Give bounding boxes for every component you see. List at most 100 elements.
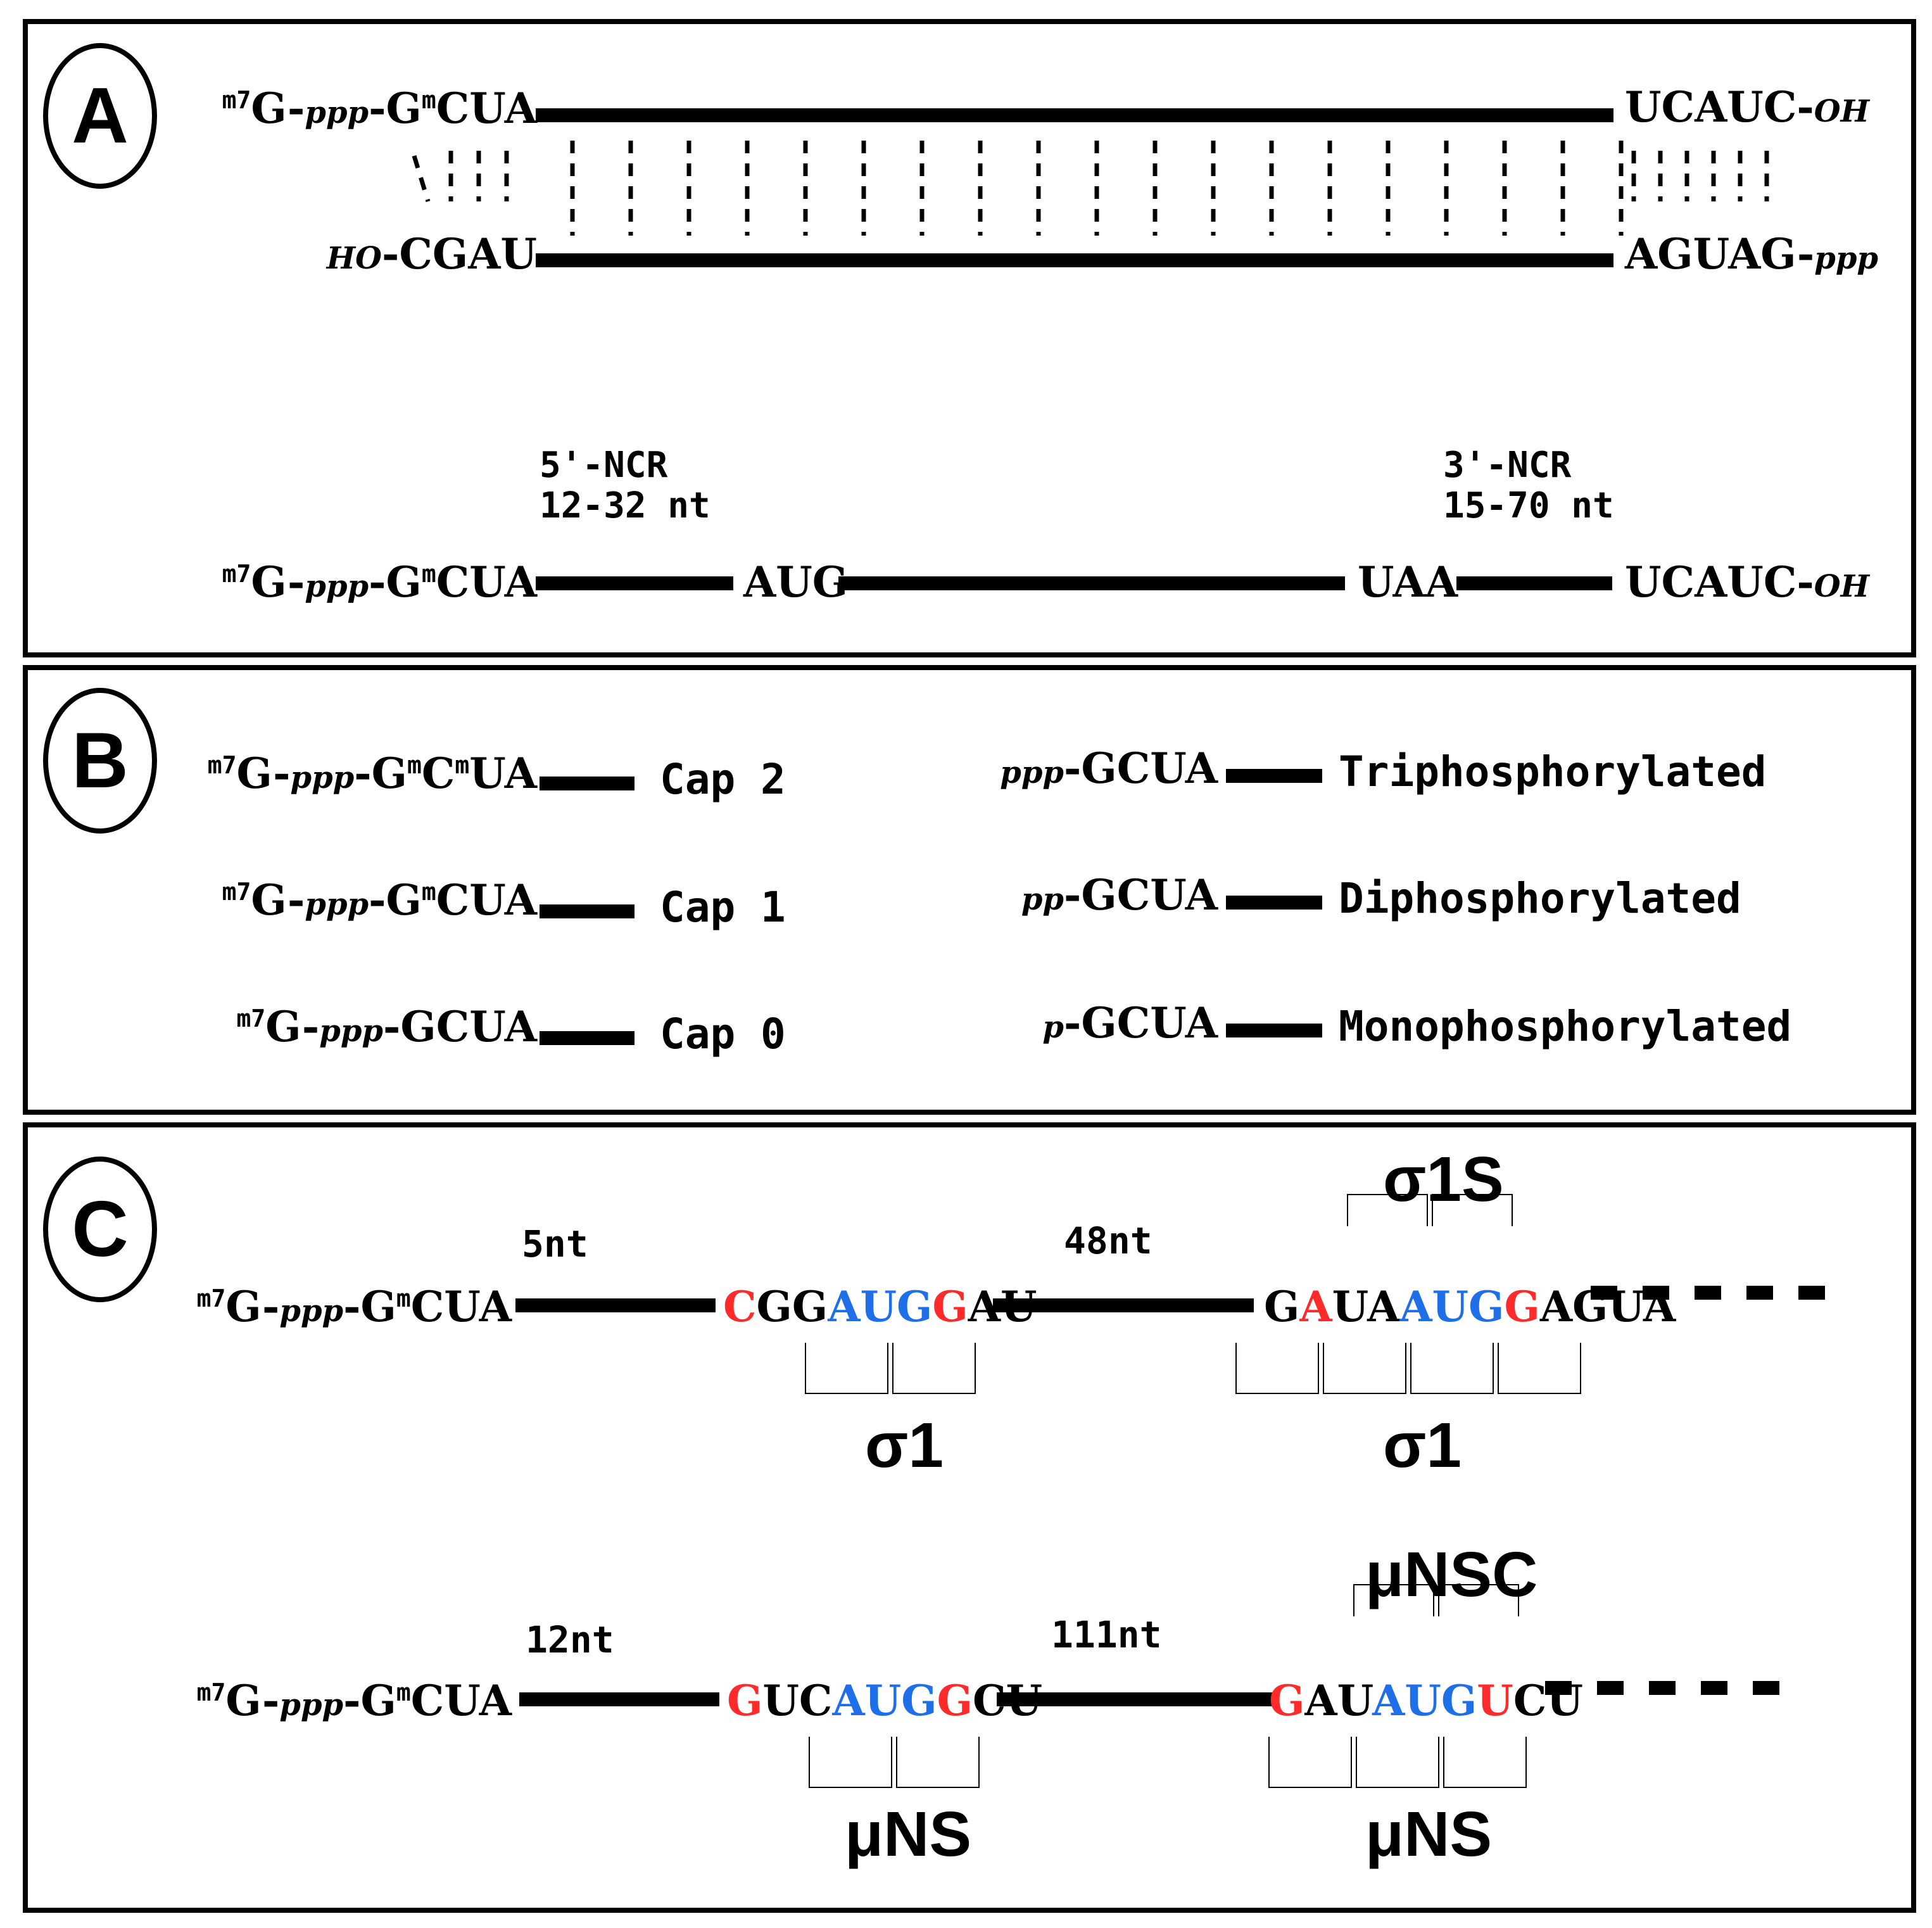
diphos-label: Diphosphorylated <box>1339 874 1741 923</box>
gm-label: m <box>421 86 436 114</box>
ppp-label: ppp <box>305 569 369 604</box>
nt-kozak-minus3: G <box>727 1676 763 1725</box>
oh-label: OH <box>1814 94 1869 129</box>
cm-label: m <box>455 751 470 779</box>
ho-label: HO <box>326 241 382 276</box>
bottom-strand-5prime: AGUAG-ppp <box>1625 233 1878 275</box>
row2-orf1-label: μNS <box>845 1799 972 1870</box>
codon-bracket <box>1347 1194 1428 1226</box>
gm-label: m <box>407 751 422 779</box>
row1-gap2-line <box>993 1298 1254 1312</box>
nt: UA <box>1332 1282 1400 1331</box>
ppp-label: ppp <box>279 1293 344 1329</box>
codon-bracket <box>1235 1343 1319 1394</box>
row1-orf1-label: σ1 <box>865 1410 944 1481</box>
cap-g: G- <box>236 749 291 798</box>
pp-label: pp <box>1021 882 1064 917</box>
cap-g: G- <box>251 875 305 925</box>
tail-dash <box>1591 1286 1617 1300</box>
top-strand-3prime: UCAUC-OH <box>1625 86 1869 128</box>
tail-dash <box>1597 1681 1624 1695</box>
tail-dash <box>1643 1286 1669 1300</box>
cap-g: G- <box>251 557 305 607</box>
gm-label: m <box>421 878 436 906</box>
codon-bracket <box>1443 1737 1527 1788</box>
base-pair-ticks <box>412 141 1769 236</box>
nt-kozak-minus3: G <box>1269 1676 1305 1725</box>
bottom-strand-3prime: HO-CGAU <box>327 233 537 275</box>
gm-label: m <box>421 560 436 588</box>
oh-label: OH <box>1814 569 1869 604</box>
cap-end: CUA <box>410 1282 512 1331</box>
cap0-line <box>540 1031 635 1045</box>
ppp-label: ppp <box>305 887 369 922</box>
ncr3-label: 3'-NCR 15-70 nt <box>1443 445 1614 527</box>
cap-end: CUA <box>410 1676 512 1725</box>
top-5prime-end: CUA <box>436 84 537 133</box>
panel-c-badge: C <box>43 1157 157 1302</box>
start-codon: AUG <box>828 1282 933 1331</box>
cap-g2: -G <box>369 875 422 925</box>
codon-bracket <box>1438 1584 1519 1616</box>
cap-g: G- <box>225 1676 280 1725</box>
nt: UC <box>762 1676 833 1725</box>
gm-label: m <box>396 1284 411 1312</box>
codon-brackets <box>805 1194 1581 1788</box>
cap0-seq: m7G-ppp-GCUA <box>237 1006 537 1048</box>
cap-g2: -G <box>369 84 422 133</box>
ppp-label: ppp <box>290 760 355 796</box>
cap-g2: -G <box>369 557 422 607</box>
row2-top-orf-label: μNSC <box>1365 1539 1538 1610</box>
tail-dash <box>1746 1286 1773 1300</box>
tail-dash <box>1753 1681 1779 1695</box>
ppp-label: ppp <box>319 1013 383 1049</box>
codon-bracket <box>1353 1584 1434 1616</box>
row2-orf2-label: μNS <box>1365 1799 1493 1870</box>
panel-c-letter: C <box>72 1186 129 1273</box>
tail-dash <box>1701 1681 1727 1695</box>
ppp-label: ppp <box>1814 241 1878 276</box>
mrna-3prime-seq: UCAUC- <box>1625 557 1814 607</box>
ncr5-title: 5'-NCR <box>540 445 668 486</box>
start-codon: AUG <box>1399 1282 1505 1331</box>
ncr3-length: 15-70 nt <box>1443 485 1614 527</box>
mrna-orf-line <box>838 576 1345 590</box>
nt-kozak-minus3: A <box>1299 1282 1332 1331</box>
cap-c: C <box>421 749 455 798</box>
m7-label: m7 <box>222 878 251 906</box>
nt: G <box>1264 1282 1300 1331</box>
top-strand-5prime: m7G-ppp-GmCUA <box>222 87 537 129</box>
row1-5prime: m7G-ppp-GmCUA <box>197 1286 512 1328</box>
panel-c: C m7G-ppp-GmCUA 5nt CGGAUGGAU 48nt GAUAA… <box>23 1122 1916 1913</box>
row2-5prime: m7G-ppp-GmCUA <box>197 1680 512 1722</box>
row1-top-orf-label: σ1S <box>1383 1144 1504 1215</box>
mrna-5prime-end: CUA <box>436 557 537 607</box>
cap1-line <box>540 904 635 918</box>
start-codon: AUG <box>743 557 849 607</box>
codon-bracket <box>805 1343 888 1394</box>
cap-end: CUA <box>436 875 537 925</box>
ppp-label: ppp <box>1000 755 1064 790</box>
cap-g2: -G <box>343 1282 396 1331</box>
bottom-right-seq: AGUAG- <box>1625 229 1815 279</box>
row2-gap2-line <box>997 1692 1278 1706</box>
codon-bracket <box>1268 1737 1352 1788</box>
m7-label: m7 <box>196 1678 226 1706</box>
ppp-label: ppp <box>305 95 369 130</box>
gm-label: m <box>396 1678 411 1706</box>
top-strand-line <box>536 108 1613 122</box>
nt-kozak-plus4: G <box>937 1676 973 1725</box>
nt-kozak-plus4: G <box>1504 1282 1540 1331</box>
cap1-seq: m7G-ppp-GmCUA <box>222 879 537 921</box>
codon-bracket <box>1410 1343 1494 1394</box>
m7-label: m7 <box>207 751 237 779</box>
tail-dash <box>1695 1286 1721 1300</box>
dashed-tails <box>1545 1286 1825 1695</box>
cap-g: G- <box>225 1282 280 1331</box>
codon-bracket <box>1356 1737 1439 1788</box>
cap-g2: -G <box>354 749 407 798</box>
mrna-3prime: UCAUC-OH <box>1625 561 1869 603</box>
codon-bracket <box>896 1737 980 1788</box>
cap2-seq: m7G-ppp-GmCmUA <box>208 752 537 794</box>
